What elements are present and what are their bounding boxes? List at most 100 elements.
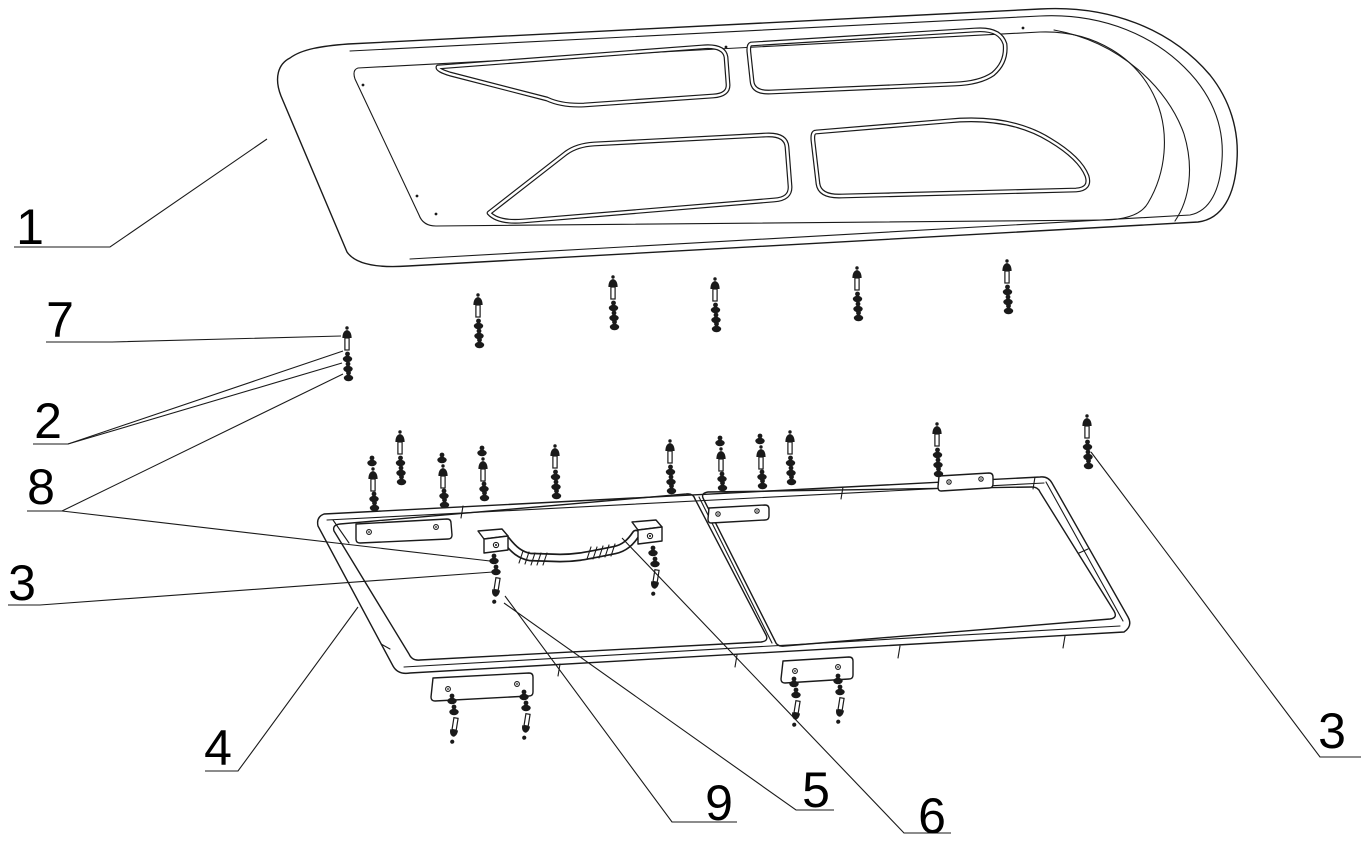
screw-tip-icon <box>719 447 723 451</box>
washer-icon <box>1083 453 1093 461</box>
screw-head-icon <box>756 449 766 457</box>
washer-icon <box>714 321 719 327</box>
screw-tip-icon <box>855 266 859 270</box>
fastener-stack-washer_screw_washers <box>755 433 768 490</box>
washer-icon <box>793 687 799 693</box>
screw-shaft-icon <box>1004 270 1010 284</box>
callout-number-5: 3 <box>8 555 36 611</box>
screw-shaft-icon <box>712 288 718 302</box>
washer-icon <box>1083 462 1094 470</box>
washer-icon <box>479 485 489 493</box>
washer-icon <box>439 501 450 509</box>
screw-head-icon <box>665 443 675 451</box>
washer-icon <box>399 474 404 480</box>
washer-icon <box>479 494 490 502</box>
callout-8: 8 <box>27 373 491 562</box>
callout-3: 3 <box>1090 451 1361 759</box>
washer-icon <box>611 310 617 316</box>
fastener-stack-washer_screw_washers <box>437 452 450 509</box>
screw-tip-icon <box>345 326 349 330</box>
leader-line <box>205 606 359 772</box>
washer-icon <box>757 433 763 439</box>
rail-ticks <box>380 476 1089 677</box>
screw-head-icon <box>852 270 862 278</box>
washer-icon <box>491 568 501 576</box>
washer-icon <box>1002 288 1013 296</box>
washer-icon <box>668 464 673 470</box>
washer-icon <box>1003 307 1014 315</box>
screw-head-icon <box>478 461 488 469</box>
washer-icon <box>553 479 559 485</box>
screw-tip-icon <box>713 277 717 281</box>
screw-tip-icon <box>371 467 375 471</box>
fastener-stack-screw_washers_up <box>1082 414 1094 470</box>
opening-upper-right-inner <box>747 28 1007 94</box>
washer-icon <box>789 680 799 688</box>
callout-number-3: 2 <box>34 393 62 449</box>
washer-icon <box>1086 458 1091 464</box>
screw-head-icon <box>395 434 405 442</box>
bottom-panel <box>316 472 1131 702</box>
fastener-stack-screw_washers_up <box>932 422 944 478</box>
screw-shaft-icon <box>758 456 764 470</box>
washer-icon <box>717 484 728 492</box>
screw-head-icon <box>1002 263 1012 271</box>
washer-icon <box>553 469 558 475</box>
washer-icon <box>788 455 793 461</box>
screw-tip-icon <box>668 439 672 443</box>
washer-icon <box>932 451 943 459</box>
leader-line <box>504 595 737 823</box>
washer-icon <box>933 461 943 469</box>
washer-icon <box>550 473 561 481</box>
screw-shaft-icon <box>552 455 558 469</box>
fastener-stack-screw_washers_up <box>342 326 354 382</box>
callout-3: 3 <box>8 555 494 611</box>
leader-line <box>8 571 494 606</box>
washer-icon <box>439 452 445 458</box>
washer-icon <box>1085 439 1090 445</box>
screw-tip-icon <box>935 422 939 426</box>
washer-icon <box>719 471 725 477</box>
callout-2: 2 <box>33 350 344 449</box>
washer-icon <box>757 482 768 490</box>
callout-9: 9 <box>504 595 737 831</box>
screw-tip-icon <box>481 457 485 461</box>
washer-icon <box>449 693 455 699</box>
washer-icon <box>1085 449 1091 455</box>
washer-icon <box>711 316 721 324</box>
washer-icon <box>608 304 619 312</box>
bracket-bottom-left <box>430 672 534 702</box>
fastener-stack-screw_washers_up <box>852 266 864 322</box>
washer-icon <box>342 355 353 363</box>
screw-head-icon <box>438 468 448 476</box>
washer-icon <box>720 480 725 486</box>
washer-icon <box>367 459 377 467</box>
screw-down-icon <box>521 712 531 740</box>
washer-icon <box>493 564 499 570</box>
screw-shaft-icon <box>1084 425 1090 439</box>
fastener-stack-screw_washers_up <box>608 275 620 331</box>
washer-icon <box>609 314 619 322</box>
washer-icon <box>760 478 765 484</box>
callout-number-2: 7 <box>46 292 74 348</box>
fastener-stacks <box>342 259 1094 744</box>
washer-icon <box>789 474 794 480</box>
screw-down-icon <box>449 716 459 744</box>
washer-icon <box>852 295 863 303</box>
washer-icon <box>755 437 765 445</box>
washer-icon <box>759 469 765 475</box>
leader-line <box>67 362 343 445</box>
fastener-stack-washer_screw_washers <box>477 445 490 502</box>
washer-icon <box>1003 298 1013 306</box>
washer-icon <box>477 337 482 343</box>
fastener-stack-screw_down_washers <box>489 553 501 604</box>
washer-icon <box>439 492 449 500</box>
washer-icon <box>482 490 487 496</box>
leader-line <box>46 335 342 343</box>
right-rail-midline <box>1045 481 1124 622</box>
washer-icon <box>447 697 457 705</box>
washer-icon <box>612 319 617 325</box>
washer-icon <box>717 475 727 483</box>
top-panel-openings <box>435 27 1091 224</box>
